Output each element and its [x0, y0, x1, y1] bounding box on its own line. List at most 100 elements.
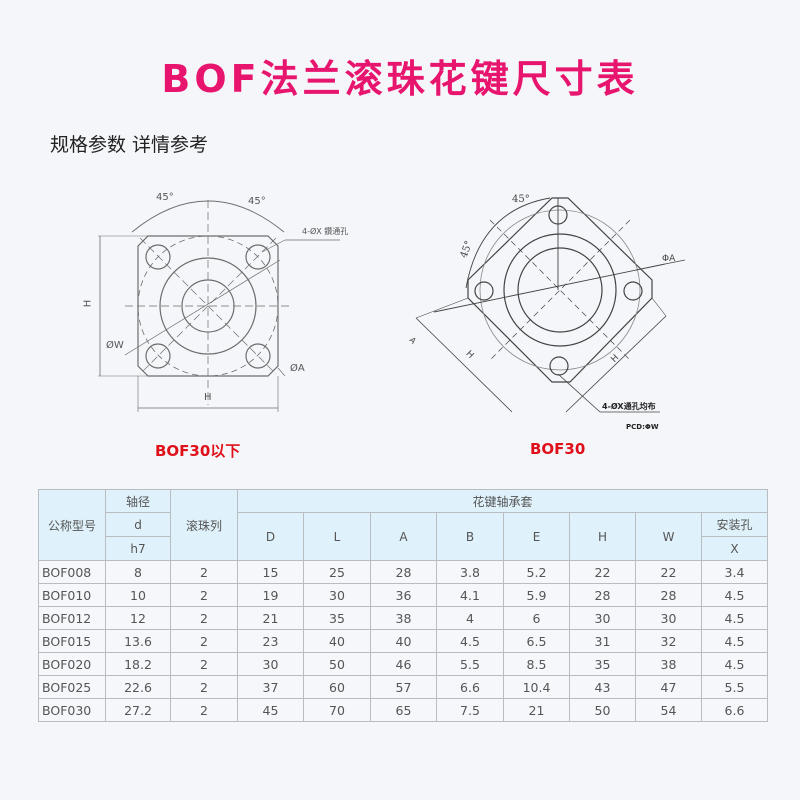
cell-B: 5.5 — [436, 652, 504, 676]
label-angle-top: 45° — [512, 194, 530, 205]
cell-B: 6.6 — [436, 675, 504, 699]
cell-d: 27.2 — [105, 698, 171, 722]
label-outer: ØA — [290, 363, 305, 374]
cell-W: 54 — [635, 698, 702, 722]
cell-d: 18.2 — [105, 652, 171, 676]
header-col-D: D — [237, 512, 304, 561]
cell-B: 7.5 — [436, 698, 504, 722]
cell-rows: 2 — [170, 698, 238, 722]
header-mount-x: X — [701, 536, 768, 561]
cell-H: 50 — [569, 698, 636, 722]
label-hole-note: 4-ØX通孔均布 — [602, 402, 656, 411]
cell-A: 36 — [370, 583, 437, 607]
cell-model: BOF012 — [38, 606, 106, 630]
table-row: BOF025 22.6 2 37 60 57 6.6 10.4 43 47 5.… — [38, 675, 768, 699]
cell-E: 5.9 — [503, 583, 570, 607]
cell-E: 10.4 — [503, 675, 570, 699]
cell-D: 21 — [237, 606, 304, 630]
table-row: BOF010 10 2 19 30 36 4.1 5.9 28 28 4.5 — [38, 583, 768, 607]
header-col-E: E — [503, 512, 570, 561]
table-row: BOF008 8 2 15 25 28 3.8 5.2 22 22 3.4 — [38, 560, 768, 584]
header-shaft-tol: h7 — [105, 536, 171, 561]
cell-rows: 2 — [170, 675, 238, 699]
cell-H: 35 — [569, 652, 636, 676]
label-height: H — [82, 299, 94, 308]
cell-D: 23 — [237, 629, 304, 653]
diagram-square-flange: 45° 45° 4-ØX 鑽通孔 H H ØW ØA — [80, 180, 348, 420]
cell-rows: 2 — [170, 606, 238, 630]
cell-A: 65 — [370, 698, 437, 722]
cell-A: 28 — [370, 560, 437, 584]
cell-B: 4 — [436, 606, 504, 630]
cell-E: 8.5 — [503, 652, 570, 676]
cell-d: 10 — [105, 583, 171, 607]
diamond-flange-drawing-icon — [415, 197, 686, 413]
cell-D: 19 — [237, 583, 304, 607]
header-nut-group: 花键轴承套 — [237, 489, 768, 513]
table-row: BOF015 13.6 2 23 40 40 4.5 6.5 31 32 4.5 — [38, 629, 768, 653]
cell-B: 4.1 — [436, 583, 504, 607]
header-col-W: W — [635, 512, 702, 561]
cell-A: 40 — [370, 629, 437, 653]
cell-rows: 2 — [170, 560, 238, 584]
cell-A: 38 — [370, 606, 437, 630]
cell-W: 32 — [635, 629, 702, 653]
cell-H: 22 — [569, 560, 636, 584]
header-model: 公称型号 — [38, 489, 106, 561]
cell-W: 30 — [635, 606, 702, 630]
cell-A: 57 — [370, 675, 437, 699]
label-hole-note: 4-ØX 鑽通孔 — [302, 227, 349, 236]
page-subtitle: 规格参数 详情参考 — [50, 134, 209, 156]
cell-rows: 2 — [170, 629, 238, 653]
cell-H: 28 — [569, 583, 636, 607]
cell-H: 31 — [569, 629, 636, 653]
header-col-A: A — [370, 512, 437, 561]
header-ball-rows: 滚珠列 — [170, 489, 238, 561]
cell-model: BOF015 — [38, 629, 106, 653]
cell-E: 6 — [503, 606, 570, 630]
cell-D: 30 — [237, 652, 304, 676]
cell-model: BOF025 — [38, 675, 106, 699]
table-row: BOF012 12 2 21 35 38 4 6 30 30 4.5 — [38, 606, 768, 630]
header-col-L: L — [303, 512, 371, 561]
caption-square-flange: BOF30以下 — [155, 442, 241, 460]
label-pcd: PCD:ΦW — [626, 423, 659, 431]
cell-D: 37 — [237, 675, 304, 699]
cell-L: 50 — [303, 652, 371, 676]
header-col-H: H — [569, 512, 636, 561]
cell-B: 3.8 — [436, 560, 504, 584]
cell-D: 45 — [237, 698, 304, 722]
cell-W: 38 — [635, 652, 702, 676]
cell-L: 70 — [303, 698, 371, 722]
square-flange-drawing-icon — [98, 200, 340, 412]
cell-rows: 2 — [170, 652, 238, 676]
cell-L: 60 — [303, 675, 371, 699]
cell-D: 15 — [237, 560, 304, 584]
cell-B: 4.5 — [436, 629, 504, 653]
cell-H: 43 — [569, 675, 636, 699]
cell-W: 28 — [635, 583, 702, 607]
header-mount-group: 安装孔 — [701, 512, 768, 537]
cell-X: 5.5 — [701, 675, 768, 699]
header-shaft-d: d — [105, 512, 171, 537]
header-shaft-group: 轴径 — [105, 489, 171, 513]
spec-table: 公称型号 轴径 滚珠列 花键轴承套 d D L A B E H W 安装孔 h7… — [38, 489, 768, 722]
table-row: BOF020 18.2 2 30 50 46 5.5 8.5 35 38 4.5 — [38, 652, 768, 676]
cell-L: 30 — [303, 583, 371, 607]
cell-model: BOF030 — [38, 698, 106, 722]
table-row: BOF030 27.2 2 45 70 65 7.5 21 50 54 6.6 — [38, 698, 768, 722]
cell-X: 4.5 — [701, 652, 768, 676]
cell-model: BOF008 — [38, 560, 106, 584]
cell-X: 4.5 — [701, 629, 768, 653]
cell-rows: 2 — [170, 583, 238, 607]
cell-model: BOF020 — [38, 652, 106, 676]
cell-L: 40 — [303, 629, 371, 653]
cell-W: 22 — [635, 560, 702, 584]
cell-H: 30 — [569, 606, 636, 630]
cell-d: 12 — [105, 606, 171, 630]
label-pcd: ØW — [106, 340, 124, 351]
label-angle-left: 45° — [156, 192, 174, 203]
label-outer: ΦA — [662, 254, 676, 264]
cell-X: 3.4 — [701, 560, 768, 584]
cell-A: 46 — [370, 652, 437, 676]
